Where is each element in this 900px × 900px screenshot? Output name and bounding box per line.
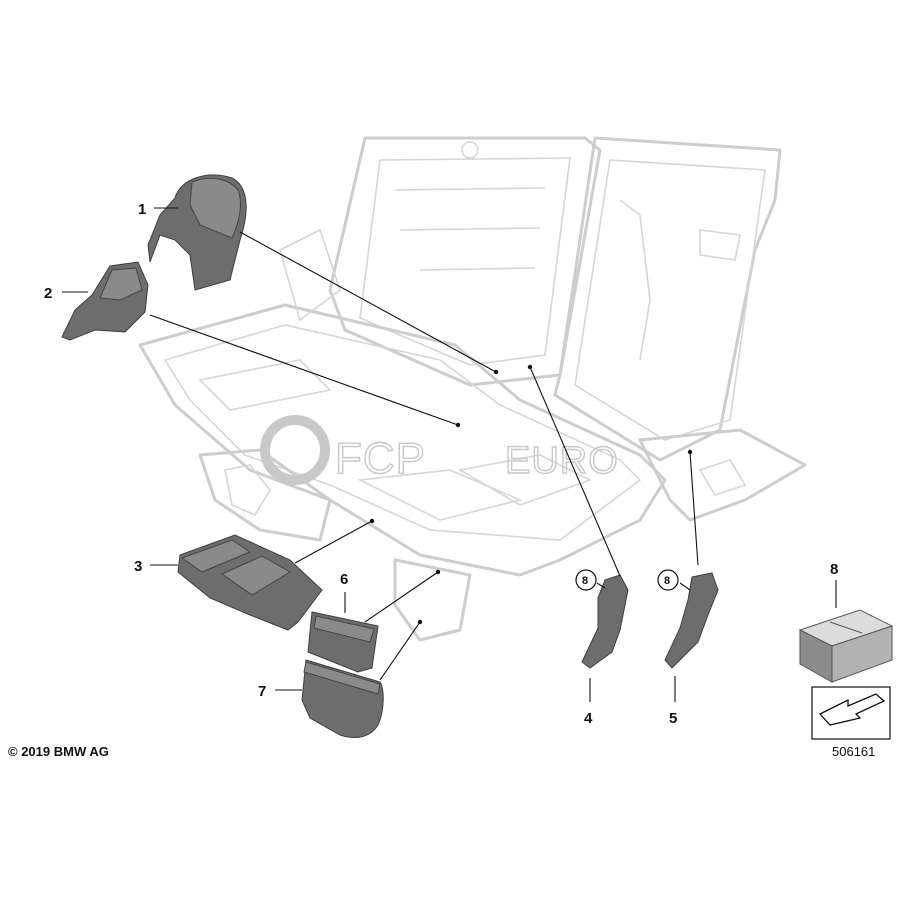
part-5-cover bbox=[664, 572, 719, 669]
part-4-cover bbox=[581, 574, 629, 669]
callout-7: 7 bbox=[258, 683, 266, 700]
circled-references: 8 8 bbox=[575, 569, 679, 591]
copyright-text: © 2019 BMW AG bbox=[8, 744, 109, 759]
circled-ref-8-left: 8 bbox=[582, 575, 588, 587]
part-1-cover bbox=[147, 174, 247, 291]
part-3-cover bbox=[177, 534, 323, 631]
leader-lines bbox=[62, 207, 837, 702]
circled-ref-8-right: 8 bbox=[664, 575, 670, 587]
callout-labels: 1 2 3 4 5 6 7 8 bbox=[44, 201, 838, 727]
seat-frame-illustration bbox=[138, 136, 807, 642]
callout-3: 3 bbox=[134, 558, 142, 575]
direction-symbol-box bbox=[811, 686, 891, 740]
callout-6: 6 bbox=[340, 571, 348, 588]
part-2-cover bbox=[61, 261, 149, 341]
part-7-cover bbox=[301, 659, 384, 738]
callout-5: 5 bbox=[669, 710, 677, 727]
callout-4: 4 bbox=[584, 710, 593, 727]
diagram-number: 506161 bbox=[832, 744, 875, 759]
callout-2: 2 bbox=[44, 285, 52, 302]
watermark: FCP EURO bbox=[260, 415, 619, 485]
part-6-cover bbox=[307, 611, 379, 673]
watermark-suffix: EURO bbox=[505, 440, 619, 482]
watermark-brand: FCP bbox=[335, 434, 426, 483]
callout-8: 8 bbox=[830, 561, 838, 578]
direction-arrow-icon bbox=[818, 693, 886, 726]
callout-1: 1 bbox=[138, 201, 146, 218]
part-8-box bbox=[798, 609, 894, 683]
